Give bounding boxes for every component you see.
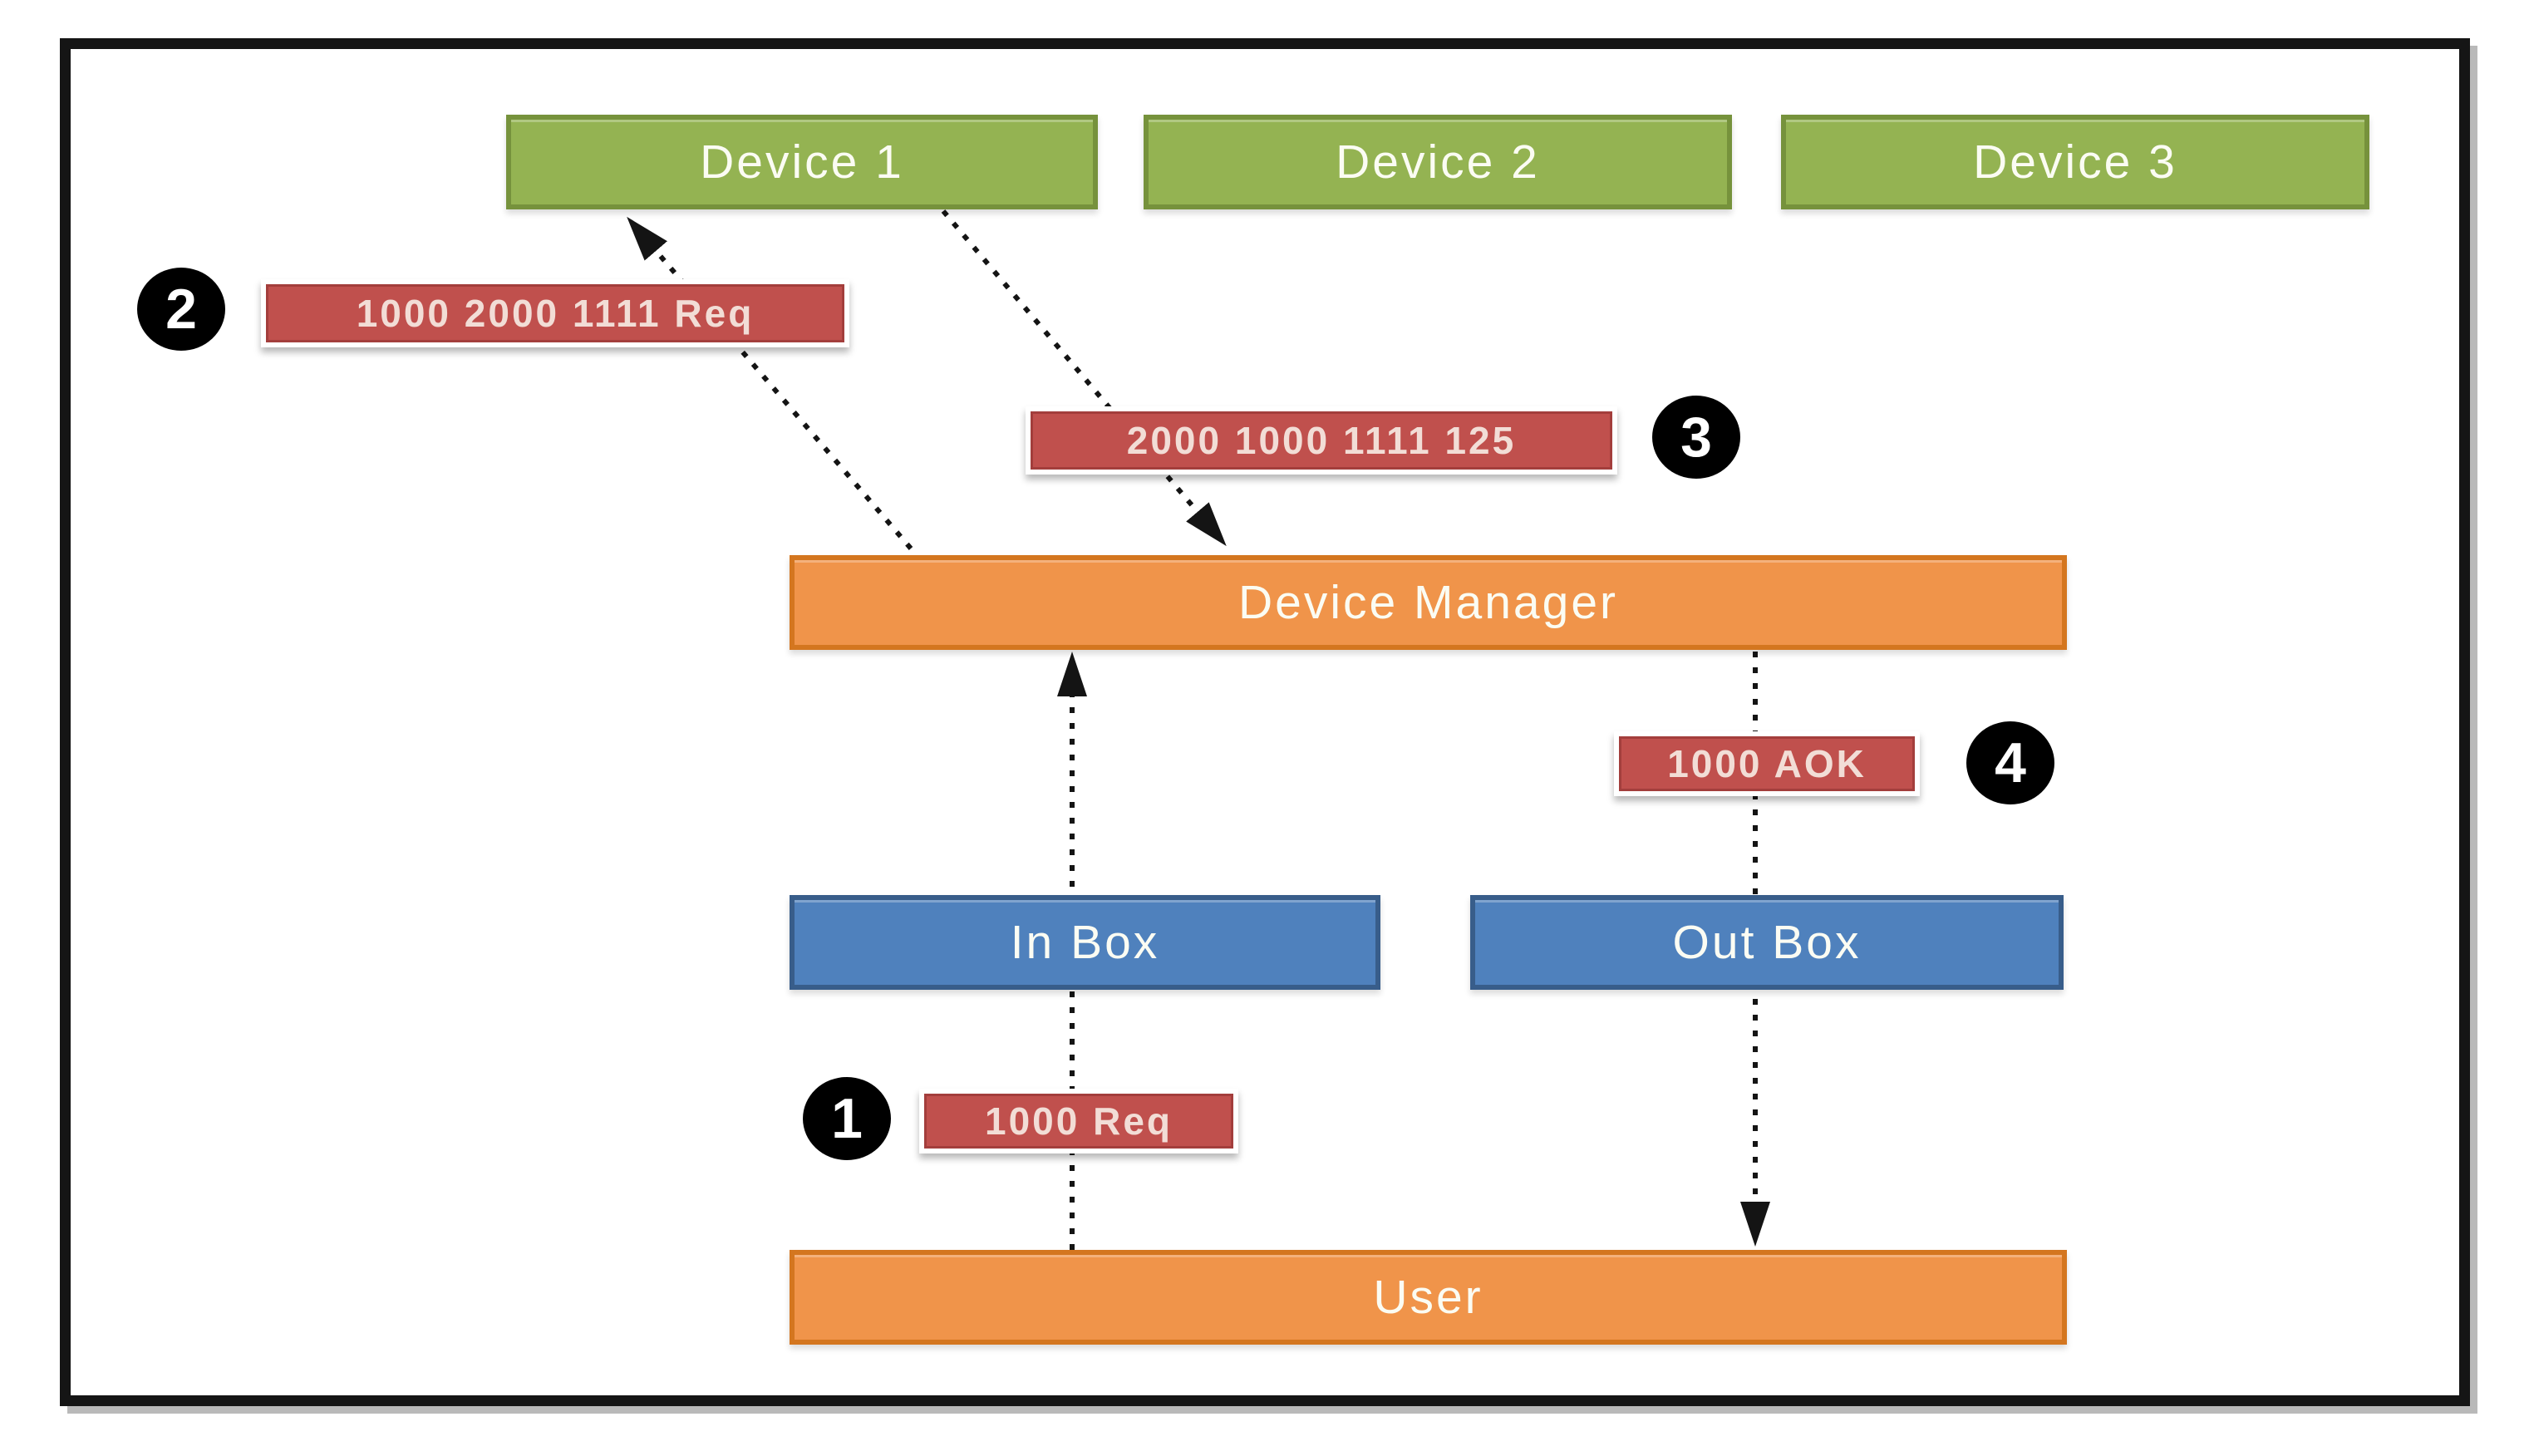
- device-2-label: Device 2: [1336, 135, 1540, 189]
- message-2-text: 1000 2000 1111 Req: [266, 284, 844, 342]
- step-3-number: 3: [1680, 406, 1712, 469]
- message-3-text: 2000 1000 1111 125: [1031, 411, 1612, 470]
- message-4-label: 1000 AOK: [1614, 731, 1920, 796]
- device-2-node: Device 2: [1144, 115, 1732, 209]
- device-manager-label: Device Manager: [1237, 576, 1619, 629]
- out-box-node: Out Box: [1470, 895, 2064, 990]
- arrow-device-manager-to-device-1: [627, 216, 913, 550]
- in-box-node: In Box: [790, 895, 1380, 990]
- device-3-label: Device 3: [1973, 135, 2177, 189]
- user-node: User: [790, 1250, 2067, 1345]
- diagram-frame: [60, 38, 2470, 1406]
- step-1-badge: 1: [803, 1077, 891, 1160]
- step-3-badge: 3: [1652, 396, 1740, 479]
- user-label: User: [1373, 1271, 1483, 1324]
- device-1-label: Device 1: [700, 135, 904, 189]
- device-1-node: Device 1: [506, 115, 1098, 209]
- arrow-device-1-to-device-manager: [941, 209, 1227, 547]
- message-1-text: 1000 Req: [924, 1094, 1233, 1149]
- in-box-label: In Box: [1010, 916, 1160, 969]
- device-manager-node: Device Manager: [790, 555, 2067, 650]
- message-4-text: 1000 AOK: [1619, 736, 1915, 791]
- step-4-number: 4: [1995, 731, 2026, 794]
- step-1-number: 1: [831, 1087, 863, 1150]
- message-2-label: 1000 2000 1111 Req: [261, 279, 849, 347]
- step-4-badge: 4: [1966, 721, 2054, 804]
- out-box-label: Out Box: [1672, 916, 1862, 969]
- message-1-label: 1000 Req: [919, 1089, 1238, 1153]
- device-3-node: Device 3: [1781, 115, 2369, 209]
- message-3-label: 2000 1000 1111 125: [1026, 406, 1617, 475]
- step-2-number: 2: [165, 278, 197, 341]
- step-2-badge: 2: [137, 268, 225, 351]
